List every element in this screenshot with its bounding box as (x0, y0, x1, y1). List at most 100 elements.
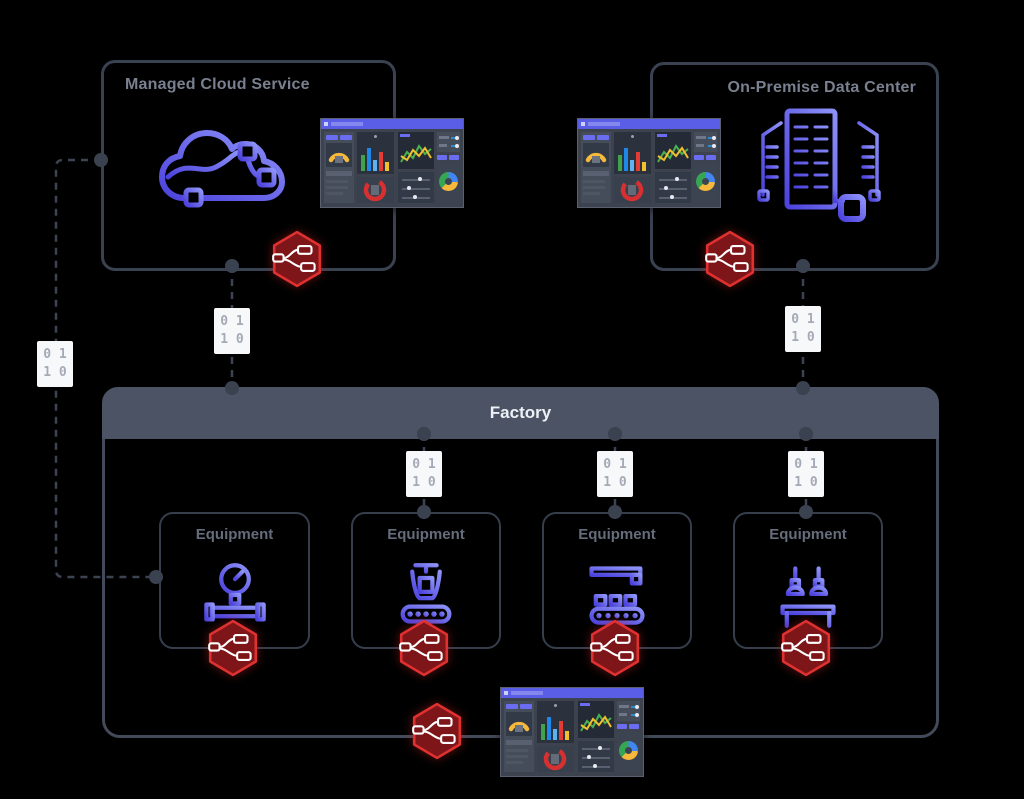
text-placeholder (583, 171, 609, 176)
dashboard-header-bar (501, 688, 643, 698)
dashboard-body (578, 129, 720, 206)
toggle-knob (712, 135, 716, 140)
line-chart-icon (400, 144, 432, 163)
dashboard-header-bar (578, 119, 720, 129)
slider-widget (578, 741, 614, 772)
binary-packet-label: 0 1 1 0 (785, 306, 821, 352)
equipment-label: Equipment (195, 526, 274, 543)
bar-chart-widget (614, 132, 651, 174)
binary-packet-label: 0 1 1 0 (406, 451, 442, 497)
equipment-label: Equipment (387, 526, 465, 543)
text-placeholder (326, 186, 348, 189)
node-red-badge (704, 230, 756, 288)
line-chart-widget (655, 132, 691, 169)
dashboard-column (324, 132, 354, 203)
slider-knob (407, 186, 411, 190)
dashboard-button (694, 155, 704, 160)
binary-packet-label: 0 1 1 0 (788, 451, 824, 497)
node-red-hexagon (590, 619, 640, 677)
dashboard-column (614, 132, 651, 203)
slider-knob (593, 764, 597, 768)
toggle-widget (694, 132, 717, 152)
node-red-dashboard-screenshot (500, 687, 644, 777)
dashboard-button (597, 135, 609, 140)
text-placeholder (583, 186, 605, 189)
node-red-badge (398, 619, 450, 677)
toggle-knob (712, 143, 716, 148)
slider-knob (418, 177, 422, 181)
hopper-conveyor-icon (400, 563, 452, 624)
pie-chart-widget (437, 163, 460, 203)
binary-packet-label: 0 1 1 0 (214, 308, 250, 354)
connector-dot (796, 259, 810, 273)
server-rack-icon (757, 108, 881, 222)
dashboard-title-placeholder (511, 691, 543, 695)
binary-packet-label: 0 1 1 0 (37, 341, 73, 387)
toggle-knob (635, 704, 639, 709)
connector-dot (417, 505, 431, 519)
line-chart-widget (578, 701, 614, 738)
factory-header: Factory (102, 387, 939, 439)
node-red-flow-glyph (208, 634, 252, 661)
dashboard-button (583, 135, 595, 140)
text-placeholder (506, 755, 528, 758)
node-red-flow-glyph (781, 634, 825, 661)
pie-chart-icon (619, 741, 638, 760)
legend-placeholder (580, 703, 590, 706)
dashboard-button (340, 135, 352, 140)
node-red-flow-glyph (399, 634, 443, 661)
text-placeholder (326, 171, 352, 176)
connector-dot (225, 381, 239, 395)
slider-knob (587, 755, 591, 759)
slider-dot (554, 704, 557, 707)
text-placeholder (506, 761, 523, 764)
text-placeholder (326, 192, 343, 195)
donut-gauge-icon (620, 178, 644, 202)
connector-dot (417, 427, 431, 441)
dashboard-body (501, 698, 643, 775)
slider-dot (374, 135, 377, 138)
dashboard-column (537, 701, 574, 772)
toggle-knob (635, 712, 639, 717)
legend-placeholder (400, 134, 410, 137)
gauge-icon (508, 721, 530, 732)
pie-chart-widget (694, 163, 717, 203)
dashboard-header-bar (321, 119, 463, 129)
slider-knob (675, 177, 679, 181)
bar-chart-widget (357, 132, 394, 174)
connector-dot (796, 381, 810, 395)
dashboard-column (617, 701, 640, 772)
bar-chart (618, 148, 646, 171)
dashboard-button (326, 135, 338, 140)
node-red-hexagon (412, 702, 462, 760)
node-red-badge (271, 230, 323, 288)
toggle-widget (437, 132, 460, 152)
node-red-hexagon (399, 619, 449, 677)
slider-knob (598, 746, 602, 750)
donut-gauge-icon (363, 178, 387, 202)
line-chart-icon (657, 144, 689, 163)
gauge-widget (326, 143, 352, 167)
press-station-icon (778, 566, 838, 628)
dashboard-column (578, 701, 614, 772)
line-chart-icon (580, 713, 612, 732)
node-red-hexagon (208, 619, 258, 677)
dashboard-button (449, 155, 459, 160)
dashboard-title-placeholder (331, 122, 363, 126)
dashboard-menu-icon (324, 122, 328, 126)
bar-chart (541, 717, 569, 740)
dashboard-title-placeholder (588, 122, 620, 126)
dashboard-button (706, 155, 716, 160)
node-red-badge (411, 702, 463, 760)
toggle-knob (455, 135, 459, 140)
managed-cloud-service-title: Managed Cloud Service (125, 76, 310, 93)
slider-knob (413, 195, 417, 199)
line-chart-widget (398, 132, 434, 169)
donut-gauge-widget (537, 746, 574, 772)
slider-knob (664, 186, 668, 190)
connector-dot (149, 570, 163, 584)
on-premise-data-center-title: On-Premise Data Center (727, 79, 916, 96)
node-red-hexagon (781, 619, 831, 677)
slider-knob (670, 195, 674, 199)
